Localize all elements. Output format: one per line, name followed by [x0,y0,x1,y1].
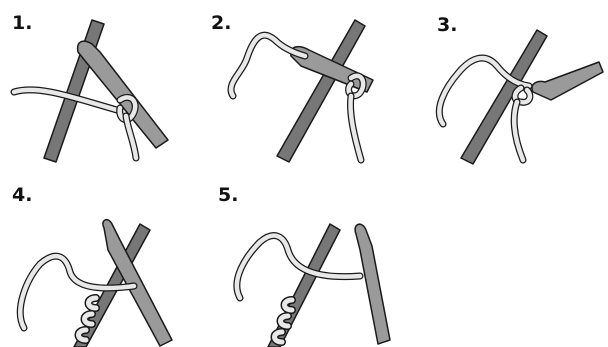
step-3-panel: 3. [425,0,608,170]
crochet-hook [355,224,390,344]
step-2-panel: 2. [205,0,415,170]
crochet-hook [78,41,168,148]
step-1-panel: 1. [0,0,200,170]
knitting-needle [461,30,547,164]
step-3-illustration [425,0,608,170]
crochet-hook [532,62,603,100]
step-2-illustration [205,0,415,170]
step-1-illustration [0,0,200,170]
step-5-panel: 5. [210,180,420,347]
step-5-illustration [210,180,420,347]
step-4-panel: 4. [0,180,210,347]
step-4-illustration [0,180,210,347]
